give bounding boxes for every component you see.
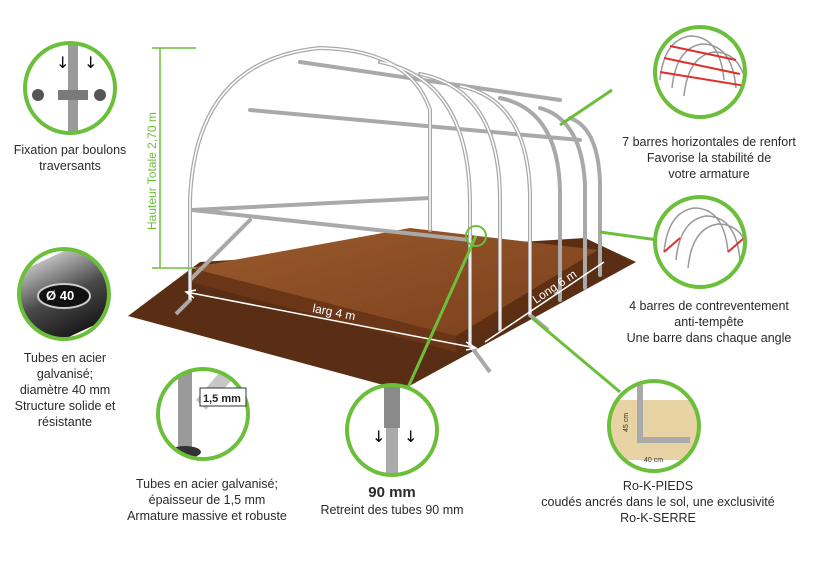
- caption-swage: 90 mm Retreint des tubes 90 mm: [306, 484, 478, 518]
- caption-line: coudés ancrés dans le sol, une exclusivi…: [541, 495, 775, 509]
- arrow-down-icon: ↓: [56, 53, 69, 72]
- caption-line: 4 barres de contreventement: [629, 299, 789, 313]
- leader-lines: [404, 88, 659, 394]
- caption-line: Tubes en acier: [23, 351, 107, 365]
- callout-bars: [653, 25, 747, 119]
- foot-height-dim: 45 cm: [623, 413, 630, 432]
- height-dimension: [152, 47, 196, 269]
- caption-line: Tubes en acier galvanisé;: [136, 477, 278, 491]
- callout-bracing: [653, 195, 747, 289]
- caption-line: épaisseur de 1,5 mm: [148, 493, 266, 507]
- width-dimension: [184, 289, 479, 351]
- arrow-down-icon: ↓: [84, 53, 97, 72]
- caption-tubes: Tubes en acier galvanisé; diamètre 40 mm…: [6, 350, 124, 430]
- foot-width-dim: 40 cm: [644, 457, 663, 464]
- caption-line: Structure solide et: [14, 399, 116, 413]
- callout-thickness: 1,5 mm: [156, 367, 250, 461]
- caption-bars: 7 barres horizontales de renfort Favoris…: [604, 134, 814, 182]
- callout-bolts: ↓ ↓: [23, 41, 117, 135]
- caption-line: diamètre 40 mm: [19, 383, 111, 397]
- swage-marker: [465, 225, 487, 247]
- tube-diameter-badge: Ø 40: [46, 288, 74, 303]
- length-dimension: [484, 261, 605, 343]
- caption-line: galvanisé;: [36, 367, 94, 381]
- height-label: Hauteur Totale 2,70 m: [145, 112, 159, 230]
- caption-line: Retreint des tubes 90 mm: [320, 503, 464, 517]
- thickness-badge: 1,5 mm: [203, 393, 241, 405]
- caption-feet: Ro-K-PIEDS coudés ancrés dans le sol, un…: [530, 478, 786, 526]
- caption-line: Armature massive et robuste: [127, 509, 287, 523]
- caption-bolts: Fixation par boulons traversants: [6, 142, 134, 174]
- frame-highlight: [189, 47, 531, 345]
- caption-line: votre armature: [668, 167, 750, 181]
- caption-line: Une barre dans chaque angle: [626, 331, 792, 345]
- caption-line: Favorise la stabilité de: [646, 151, 772, 165]
- caption-line: traversants: [39, 159, 101, 173]
- caption-bracing: 4 barres de contreventement anti-tempête…: [604, 298, 814, 346]
- swage-title: 90 mm: [368, 484, 416, 501]
- caption-line: Fixation par boulons: [13, 143, 127, 157]
- caption-line: 7 barres horizontales de renfort: [622, 135, 796, 149]
- arrow-down-icon: ↓: [372, 427, 385, 446]
- callout-feet: 45 cm 40 cm: [607, 379, 701, 473]
- callout-tubes: Ø 40: [17, 247, 111, 341]
- caption-line: Ro-K-SERRE: [620, 511, 696, 525]
- arrow-down-icon: ↓: [404, 427, 417, 446]
- caption-line: Ro-K-PIEDS: [622, 479, 694, 493]
- caption-line: résistante: [37, 415, 93, 429]
- callout-swage: ↓ ↓: [345, 383, 439, 477]
- caption-thickness: Tubes en acier galvanisé; épaisseur de 1…: [122, 476, 292, 524]
- caption-line: anti-tempête: [674, 315, 744, 329]
